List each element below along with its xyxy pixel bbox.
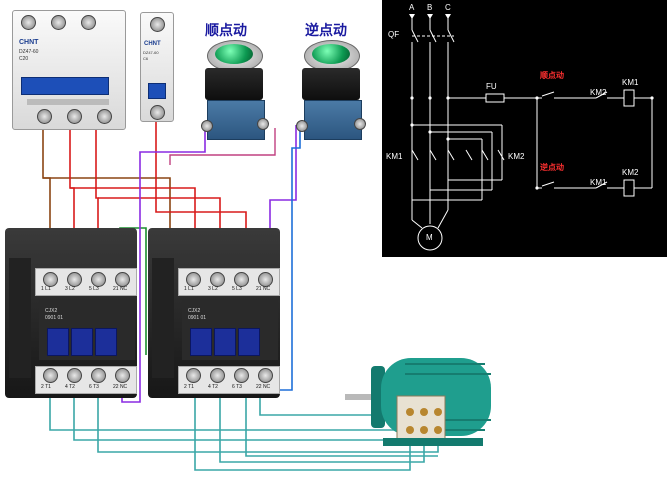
km2-terminal-1: 1 L1 [184,286,194,292]
schematic-km1-interlock-label: KM1 [590,178,607,187]
control-breaker-model: DZ47-60 [143,50,159,55]
reverse-jog-button[interactable] [292,40,372,145]
forward-green-cap[interactable] [215,44,253,64]
contactor-km1: 1 L1 3 L2 5 L3 21 NC CJX2 0901 01 2 T1 4… [5,228,137,398]
schematic-rev-label: 逆点动 [540,162,564,172]
main-breaker-rating: C20 [19,56,29,62]
km2-terminal-4: 4 T2 [208,384,218,390]
schematic-fu-label: FU [486,82,497,91]
km2-terminal-6: 6 T3 [232,384,242,390]
km1-terminal-3: 3 L2 [65,286,75,292]
schematic-km1-main-label: KM1 [386,152,403,161]
km1-model-2: 0901 01 [45,315,64,321]
blue-wires [268,128,301,391]
km2-terminal-3: 3 L2 [208,286,218,292]
km1-terminal-22: 22 NC [113,384,128,390]
km2-terminal-22: 22 NC [256,384,271,390]
schematic-km1-coil-label: KM1 [622,78,639,87]
reverse-green-cap[interactable] [312,44,350,64]
main-breaker-handle[interactable] [21,77,109,95]
schematic-phase-c: C [445,3,451,12]
schematic-phase-a: A [409,3,415,12]
three-phase-motor [345,358,491,446]
km1-terminal-21: 21 NC [113,286,128,292]
control-breaker-brand: CHNT [144,41,161,47]
km1-model-1: CJX2 [45,308,58,314]
km1-terminal-1: 1 L1 [41,286,51,292]
km2-terminal-21: 21 NC [256,286,271,292]
main-circuit-breaker: CHNT DZ47-60 C20 [12,10,126,130]
motor-terminal-box [396,395,446,443]
control-circuit-breaker: CHNT DZ47-60 C6 [140,12,174,122]
km1-terminal-6: 6 T3 [89,384,99,390]
schematic-fwd-label: 顺点动 [540,70,564,80]
schematic-motor-label: M [426,233,433,242]
reverse-jog-label: 逆点动 [305,23,347,39]
schematic-drawing [409,14,654,251]
red-wires [69,118,247,275]
km1-terminal-4: 4 T2 [65,384,75,390]
schematic-phase-b: B [427,3,433,12]
km2-terminal-2: 2 T1 [184,384,194,390]
schematic-km2-coil-label: KM2 [622,168,639,177]
contactor-km2: 1 L1 3 L2 5 L3 21 NC CJX2 0901 01 2 T1 4… [148,228,280,398]
main-breaker-brand: CHNT [19,39,39,46]
forward-jog-button[interactable] [195,40,275,145]
main-breaker-model: DZ47-60 [19,49,39,55]
control-breaker-rating: C6 [143,56,149,61]
schematic-qf-label: QF [388,30,400,39]
motor-symbol [417,225,443,251]
schematic-km2-interlock-label: KM2 [590,88,607,97]
km2-terminal-5: 5 L3 [232,286,242,292]
km2-model-2: 0901 01 [188,315,207,321]
schematic-panel: A B C QF FU KM1 KM2 M 顺点动 KM2 KM1 逆点动 KM… [382,0,667,257]
schematic-km2-main-label: KM2 [508,152,525,161]
km1-terminal-5: 5 L3 [89,286,99,292]
km2-model-1: CJX2 [188,308,201,314]
km1-terminal-2: 2 T1 [41,384,51,390]
control-breaker-handle[interactable] [148,83,166,99]
button-wires [169,128,276,165]
motor-shaft [345,394,375,400]
forward-jog-label: 顺点动 [205,23,247,39]
